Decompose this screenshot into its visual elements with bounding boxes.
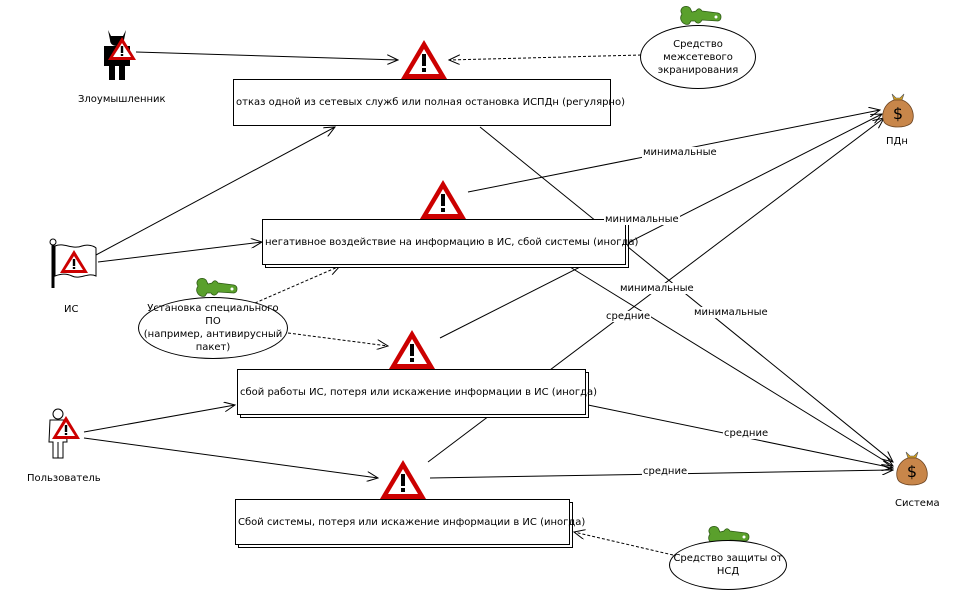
countermeasure-antivirus[interactable]: Установка специального ПО (например, ант…: [138, 297, 288, 359]
edge-label-t3-pdn: минимальные: [604, 214, 680, 225]
countermeasure-line: Средство защиты от: [673, 553, 783, 564]
system-label: Система: [895, 498, 940, 509]
edge-firewall-t1[interactable]: [449, 54, 642, 60]
money-bag-icon: [896, 451, 928, 486]
attacker-node[interactable]: [104, 30, 136, 80]
edge-user-t4[interactable]: [83, 437, 378, 478]
threat-label: негативное воздействие на информацию в И…: [265, 236, 639, 248]
edge-label-t2-system: средние: [605, 311, 652, 322]
pdn-asset-node[interactable]: [882, 93, 914, 128]
edge-attacker-t1[interactable]: [135, 51, 398, 60]
edge-t3-pdn[interactable]: [439, 114, 882, 339]
threat-label: Сбой системы, потеря или искажение инфор…: [238, 516, 586, 528]
threat-3-warning-icon: [389, 330, 435, 369]
threat-label: отказ одной из сетевых служб или полная …: [236, 97, 625, 108]
countermeasure-nsd[interactable]: Средство защиты от НСД: [669, 540, 787, 590]
threat-4-warning-icon: [380, 460, 426, 499]
countermeasure-line: экранирования: [657, 64, 739, 76]
edge-user-t3[interactable]: [83, 405, 235, 433]
edge-label-t1-system: минимальные: [693, 307, 769, 318]
edge-label-t3-system: средние: [723, 428, 770, 439]
countermeasure-line: межсетевого: [663, 51, 733, 63]
edge-t2-system[interactable]: [569, 266, 893, 466]
threat-box-4[interactable]: Сбой системы, потеря или искажение инфор…: [235, 499, 585, 545]
edge-nsd-t4[interactable]: [574, 532, 674, 556]
money-bag-icon: [882, 93, 914, 128]
countermeasure-firewall[interactable]: Средство межсетевого экранирования: [640, 25, 756, 89]
countermeasure-line: Установка специального ПО: [147, 303, 279, 327]
edge-label-t4-pdn: минимальные: [619, 283, 695, 294]
user-node[interactable]: [48, 408, 80, 459]
edge-antivirus-t2[interactable]: [254, 266, 340, 304]
wrench-icon: [680, 5, 722, 25]
threat-box-3[interactable]: сбой работы ИС, потеря или искажение инф…: [237, 369, 597, 415]
is-label: ИС: [64, 304, 79, 315]
user-label: Пользователь: [27, 473, 101, 484]
countermeasure-line: Средство: [673, 38, 723, 50]
threat-2-warning-icon: [420, 180, 466, 219]
pdn-label: ПДн: [886, 136, 908, 147]
threat-label: сбой работы ИС, потеря или искажение инф…: [240, 386, 598, 398]
system-asset-node[interactable]: [896, 451, 928, 486]
edge-is-t1[interactable]: [95, 127, 335, 256]
threat-box-1[interactable]: отказ одной из сетевых служб или полная …: [233, 79, 625, 126]
countermeasure-line: (например, антивирусный: [143, 329, 283, 340]
is-node[interactable]: [49, 238, 97, 288]
edge-antivirus-t3[interactable]: [287, 332, 388, 346]
countermeasure-line: НСД: [716, 566, 740, 577]
wrench-icon: [196, 277, 238, 297]
edge-label-t4-system: средние: [642, 466, 689, 477]
edge-label-t2-pdn: минимальные: [642, 147, 718, 158]
threat-1-warning-icon: [401, 40, 447, 79]
edge-is-t2[interactable]: [97, 242, 262, 263]
countermeasure-line: пакет): [195, 342, 231, 353]
edge-t1-system[interactable]: [479, 126, 893, 462]
threat-box-2[interactable]: негативное воздействие на информацию в И…: [262, 219, 638, 265]
attacker-label: Злоумышленник: [78, 94, 166, 105]
